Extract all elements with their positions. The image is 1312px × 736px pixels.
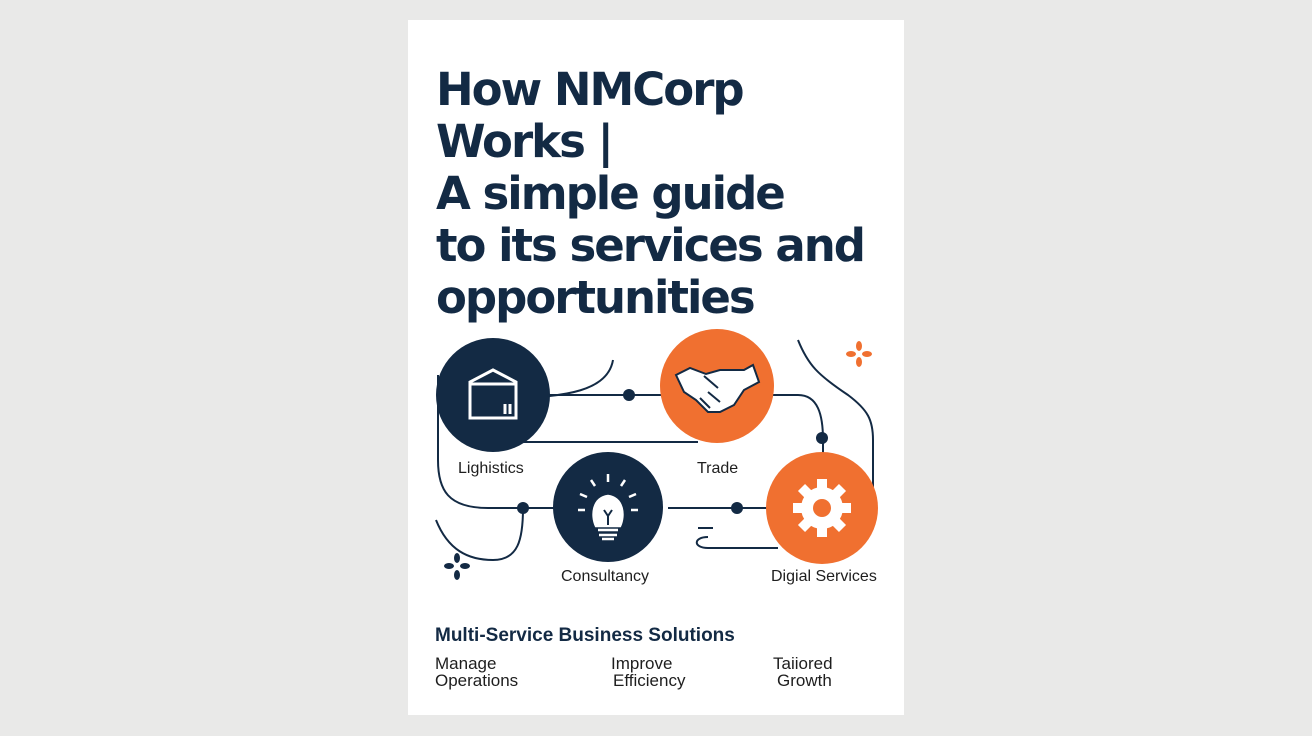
connector-dot [731,502,743,514]
poster: How NMCorp Works | A simple guide to its… [408,20,904,715]
connector-dot [816,432,828,444]
gear-icon [793,479,851,537]
title-line: How NMCorp [436,63,745,116]
title-line: to its services and [436,219,866,272]
subtitle: Multi-Service Business Solutions [435,625,735,646]
benefit-manage-operations: Manage Operations [435,655,518,689]
title-line: A simple guide [436,167,786,220]
warehouse-icon [468,368,518,420]
benefit-line: Growth [777,671,832,690]
service-label-consultancy: Consultancy [561,568,650,585]
sparkle-navy-icon [444,553,470,580]
title-line: Works | [436,115,614,168]
benefit-improve-efficiency: Improve Efficiency [611,655,685,689]
connector-line [695,536,778,549]
benefit-line: Taiiored [773,654,833,673]
lightbulb-icon [578,474,638,541]
connector-line [437,375,558,509]
benefit-line: Manage [435,654,497,673]
logistics-circle [436,338,550,452]
handshake-icon [674,363,761,413]
sparkle-orange-icon [846,341,872,367]
service-label-digital: Digial Services [771,568,877,585]
service-label-trade: Trade [697,460,739,477]
connector-line [797,339,874,495]
connector-dot [517,502,529,514]
poster-title: How NMCorp Works | A simple guide to its… [436,63,866,324]
title-line: opportunities [436,271,756,324]
service-label-logistics: Lighistics [458,460,524,477]
service-diagram [435,329,878,580]
benefit-tailored-growth: Taiiored Growth [773,655,833,689]
benefit-line: Operations [435,671,519,690]
connector-dot [623,389,635,401]
benefit-line: Efficiency [613,671,686,690]
benefit-line: Improve [611,654,673,673]
connector-line [435,507,524,562]
